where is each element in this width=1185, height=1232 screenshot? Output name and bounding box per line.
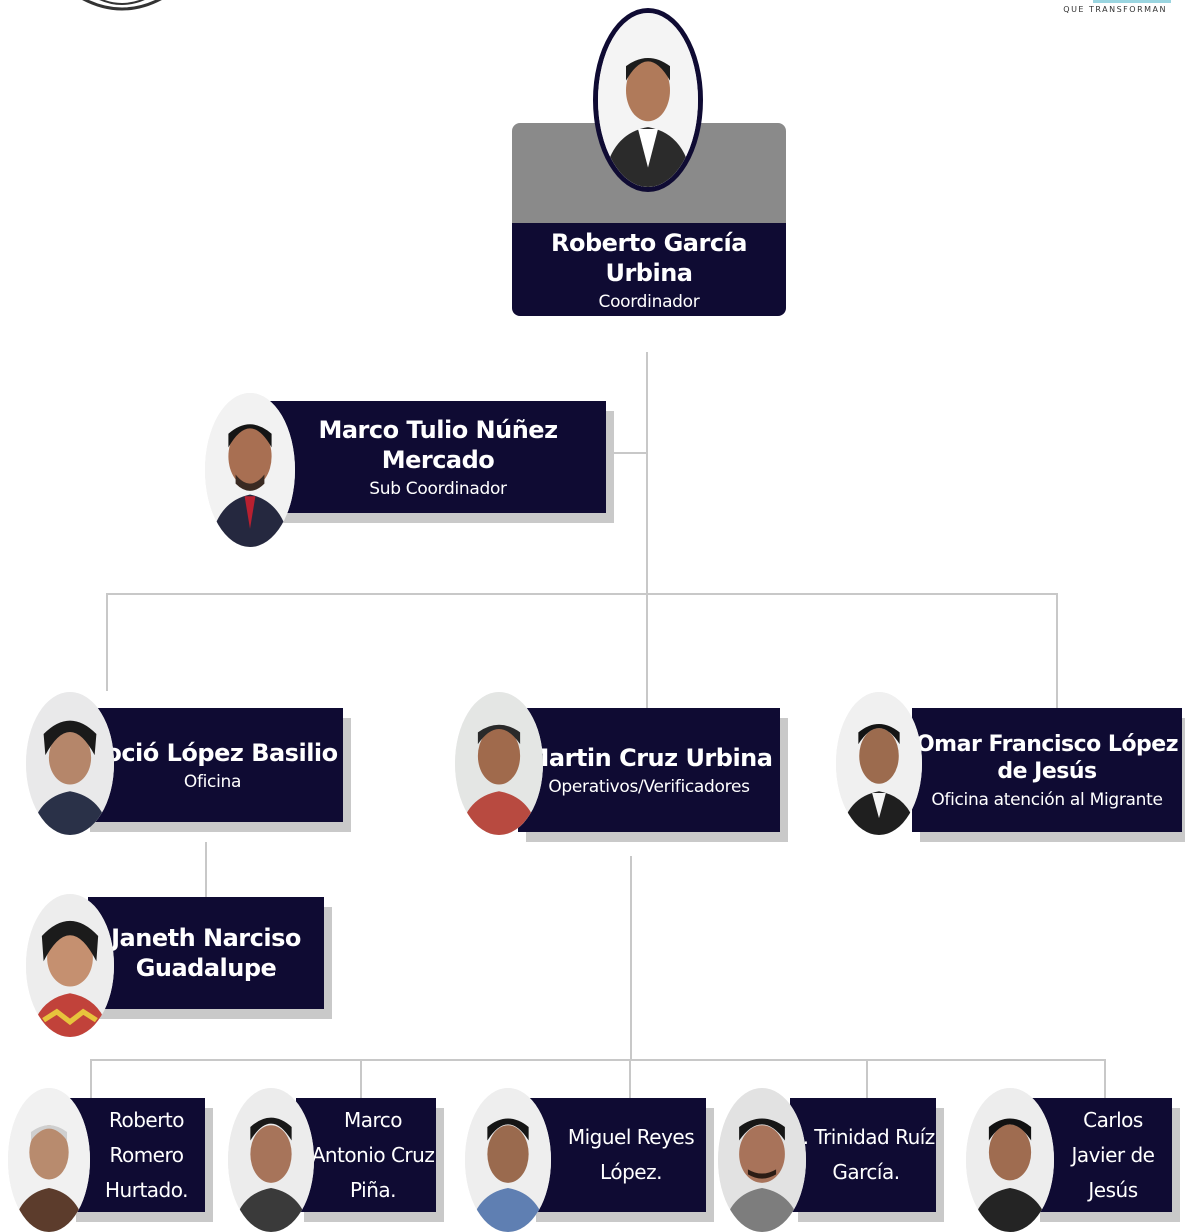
connector	[205, 842, 207, 930]
subcoordinator-name: Marco Tulio Núñez Mercado	[318, 416, 558, 474]
connector	[1056, 593, 1058, 708]
head-name: Roció López Basilio	[87, 739, 338, 767]
head-card-office: Roció López Basilio Oficina	[82, 708, 343, 822]
operative-card: Carlos Javier de Jesús	[1032, 1098, 1172, 1212]
connector	[866, 1059, 868, 1099]
head-avatar	[455, 692, 543, 835]
operative-card: Marco Antonio Cruz Piña.	[296, 1098, 436, 1212]
head-avatar	[26, 692, 114, 835]
office-staff-card: Janeth Narciso Guadalupe	[88, 897, 324, 1009]
coordinator-avatar	[593, 8, 703, 192]
operative-card: Roberto Romero Hurtado.	[68, 1098, 205, 1212]
operative-card: J. Trinidad Ruíz García.	[790, 1098, 936, 1212]
subcoordinator-avatar	[205, 393, 295, 547]
office-staff-name: Janeth Narciso Guadalupe	[111, 924, 301, 982]
operative-avatar	[966, 1088, 1054, 1232]
operative-name: J. Trinidad Ruíz García.	[797, 1125, 935, 1184]
operative-avatar	[465, 1088, 551, 1232]
operative-name: Marco Antonio Cruz Piña.	[311, 1107, 435, 1202]
operative-avatar	[228, 1088, 314, 1232]
connector	[90, 1059, 92, 1099]
brand-logo-icon: QUE TRANSFORMAN	[1049, 0, 1171, 28]
operative-avatar	[8, 1088, 90, 1232]
operative-avatar	[718, 1088, 806, 1232]
subcoordinator-role: Sub Coordinador	[369, 479, 507, 499]
connector	[106, 593, 1058, 595]
operative-name: Roberto Romero Hurtado.	[105, 1107, 188, 1202]
operative-name: Miguel Reyes López.	[567, 1125, 695, 1184]
head-name: Martin Cruz Urbina	[525, 744, 773, 772]
head-role: Operativos/Verificadores	[548, 777, 750, 797]
connector	[90, 1059, 1106, 1061]
subcoordinator-card: Marco Tulio Núñez Mercado Sub Coordinado…	[270, 401, 606, 513]
connector	[360, 1059, 362, 1099]
operative-card: Miguel Reyes López.	[528, 1098, 706, 1212]
head-avatar	[836, 692, 922, 835]
coordinator-role: Coordinador	[598, 291, 700, 312]
head-role: Oficina atención al Migrante	[931, 789, 1163, 810]
connector	[606, 452, 648, 454]
logo-tagline: QUE TRANSFORMAN	[1063, 5, 1167, 14]
office-staff-avatar	[26, 894, 114, 1037]
connector	[106, 593, 108, 691]
connector	[1104, 1059, 1106, 1099]
head-name: Omar Francisco López de Jesús	[915, 731, 1179, 785]
connector	[630, 856, 632, 1061]
connector	[646, 352, 648, 708]
coordinator-name: Roberto García Urbina	[551, 228, 747, 287]
head-card-migrant: Omar Francisco López de Jesús Oficina at…	[912, 708, 1182, 832]
head-card-operatives: Martin Cruz Urbina Operativos/Verificado…	[518, 708, 780, 832]
connector	[629, 1059, 631, 1099]
emblem-logo-icon	[76, 0, 168, 18]
coordinator-card: Roberto García Urbina Coordinador	[512, 123, 786, 316]
head-role: Oficina	[183, 772, 242, 792]
operative-name: Carlos Javier de Jesús	[1071, 1107, 1155, 1202]
